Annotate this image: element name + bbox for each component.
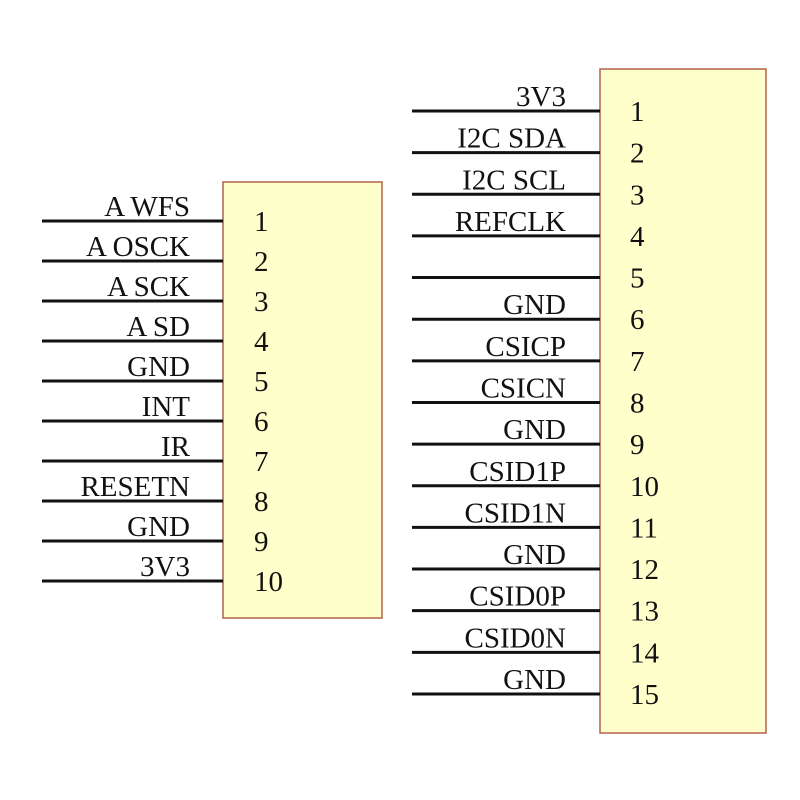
- pin-label: 3V3: [516, 81, 566, 113]
- pin-left-3: A SCK 3: [42, 271, 269, 318]
- pin-left-8: RESETN 8: [42, 471, 269, 518]
- pin-label: INT: [142, 391, 191, 423]
- pin-number: 15: [630, 679, 659, 711]
- pin-right-13: CSID0P 13: [412, 581, 659, 628]
- pin-number: 1: [630, 96, 645, 128]
- pin-label: GND: [503, 289, 566, 321]
- pin-right-5: 5: [412, 263, 645, 295]
- pin-label: CSID0N: [464, 622, 566, 654]
- pin-label: A SD: [126, 311, 190, 343]
- pin-left-5: GND 5: [42, 351, 269, 398]
- pin-left-9: GND 9: [42, 511, 269, 558]
- pin-right-14: CSID0N 14: [412, 622, 660, 669]
- pin-number: 9: [254, 526, 269, 558]
- pin-right-10: CSID1P 10: [412, 456, 659, 503]
- pin-left-1: A WFS 1: [42, 191, 269, 238]
- pin-label: CSID0P: [469, 581, 566, 613]
- connector-right-body: [599, 68, 767, 734]
- pin-right-8: CSICN 8: [412, 372, 645, 419]
- pin-number: 9: [630, 429, 645, 461]
- pin-label: I2C SDA: [457, 123, 566, 155]
- pin-number: 7: [254, 446, 269, 478]
- pin-label: GND: [503, 414, 566, 446]
- pin-number: 6: [630, 304, 645, 336]
- pin-label: I2C SCL: [462, 164, 566, 196]
- pin-label: GND: [127, 351, 190, 383]
- pin-label: GND: [127, 511, 190, 543]
- pin-label: RESETN: [80, 471, 190, 503]
- pin-number: 10: [630, 471, 659, 503]
- pin-label: CSICN: [481, 372, 566, 404]
- pin-number: 8: [630, 387, 645, 419]
- pin-number: 5: [254, 366, 269, 398]
- pin-number: 13: [630, 596, 659, 628]
- pin-label: CSID1P: [469, 456, 566, 488]
- pin-label: A SCK: [107, 271, 190, 303]
- pin-number: 6: [254, 406, 269, 438]
- pin-left-4: A SD 4: [42, 311, 269, 358]
- pin-right-15: GND 15: [412, 664, 659, 711]
- pin-right-4: REFCLK 4: [412, 206, 645, 253]
- pin-right-1: 3V3 1: [412, 81, 645, 128]
- pin-number: 10: [254, 566, 283, 598]
- pin-number: 11: [630, 512, 658, 544]
- pin-number: 7: [630, 346, 645, 378]
- pin-left-7: IR 7: [42, 431, 269, 478]
- pin-number: 8: [254, 486, 269, 518]
- pin-right-6: GND 6: [412, 289, 645, 336]
- pin-number: 4: [630, 221, 645, 253]
- pin-label: A WFS: [104, 191, 190, 223]
- pin-label: 3V3: [140, 551, 190, 583]
- pin-number: 12: [630, 554, 659, 586]
- pin-number: 1: [254, 206, 269, 238]
- pin-number: 2: [254, 246, 269, 278]
- pin-number: 3: [630, 179, 645, 211]
- pin-right-12: GND 12: [412, 539, 659, 586]
- pin-label: REFCLK: [455, 206, 566, 238]
- pin-right-7: CSICP 7: [412, 331, 645, 378]
- pin-number: 4: [254, 326, 269, 358]
- pin-label: IR: [161, 431, 191, 463]
- pin-label: A OSCK: [86, 231, 190, 263]
- pin-right-11: CSID1N 11: [412, 497, 658, 544]
- pin-number: 5: [630, 263, 645, 295]
- pin-left-10: 3V3 10: [42, 551, 283, 598]
- pin-right-3: I2C SCL 3: [412, 164, 645, 211]
- pin-right-9: GND 9: [412, 414, 645, 461]
- pin-number: 2: [630, 138, 645, 170]
- pin-label: GND: [503, 664, 566, 696]
- pin-right-2: I2C SDA 2: [412, 123, 645, 170]
- pin-left-6: INT 6: [42, 391, 269, 438]
- pin-number: 14: [630, 637, 660, 669]
- pin-left-2: A OSCK 2: [42, 231, 269, 278]
- pin-label: CSICP: [485, 331, 566, 363]
- pin-number: 3: [254, 286, 269, 318]
- connector-left-body: [222, 181, 383, 619]
- pin-label: CSID1N: [464, 497, 566, 529]
- pin-label: GND: [503, 539, 566, 571]
